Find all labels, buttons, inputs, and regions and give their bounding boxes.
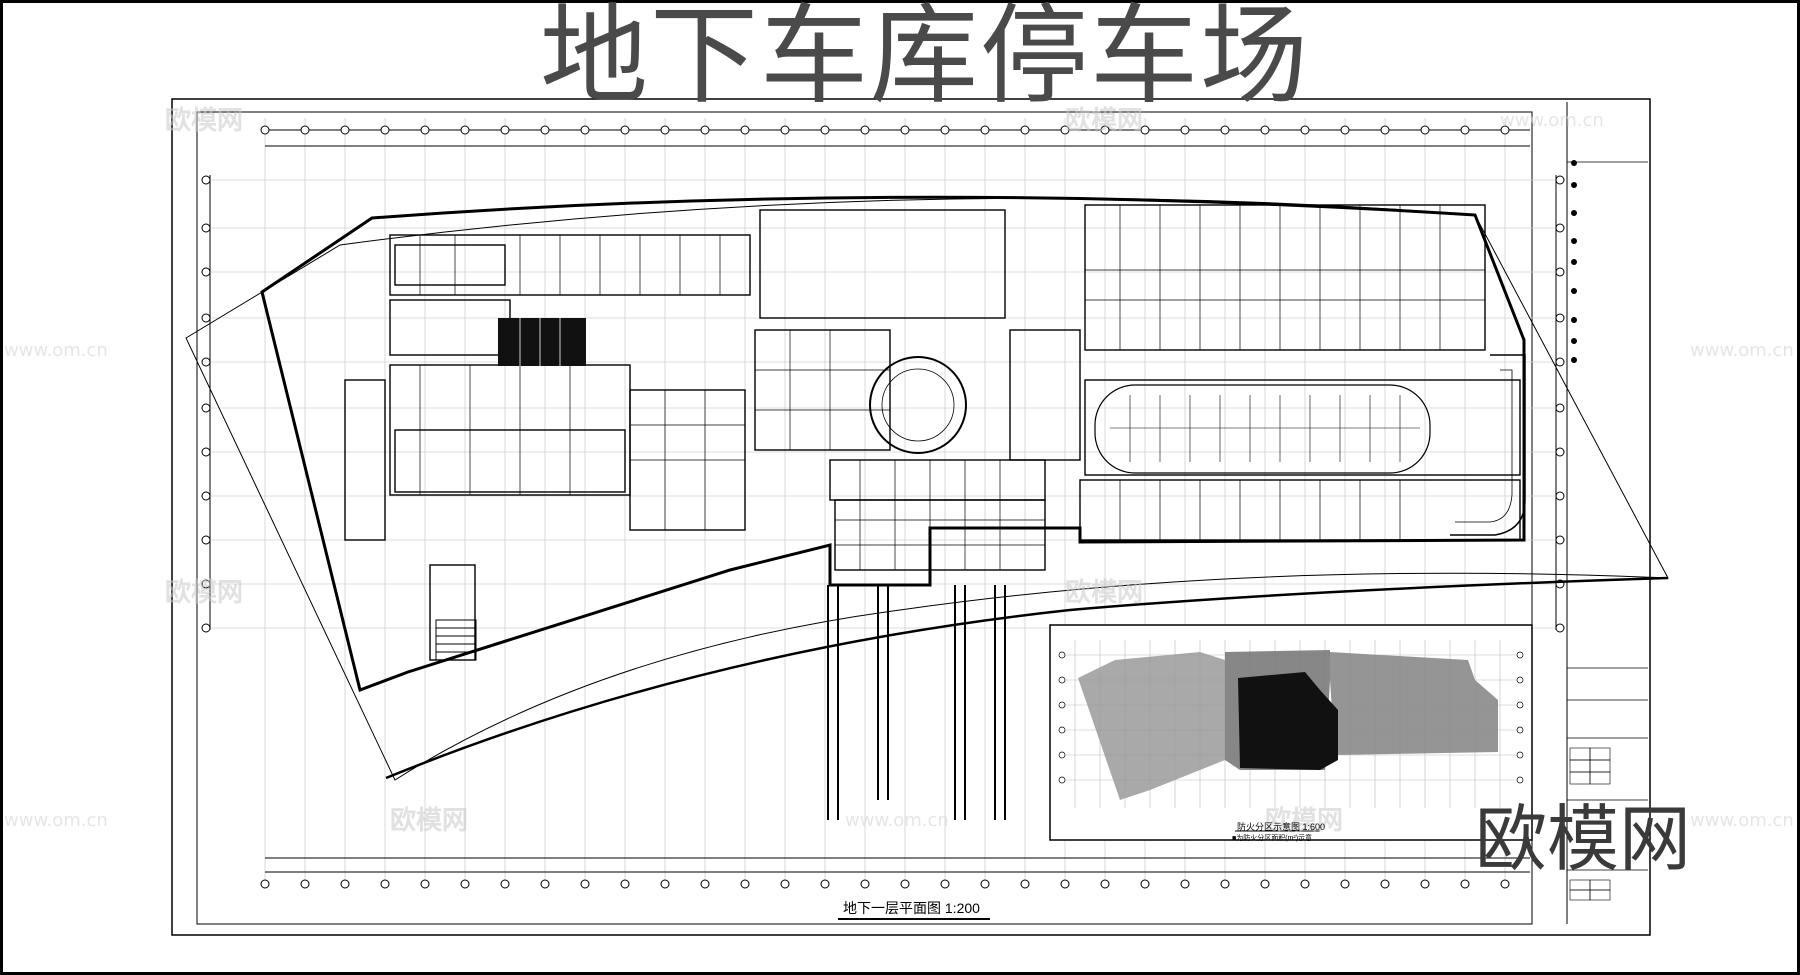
watermark: 欧模网 [390,806,469,836]
pier-columns [827,585,1006,820]
watermark-url: www.om.cn [4,810,108,831]
hatch-lines [519,318,561,366]
watermark: 欧模网 [1065,578,1144,608]
inset-zone-east [1330,652,1498,755]
watermark-url: www.om.cn [1500,110,1604,131]
watermark-url: www.om.cn [845,810,949,831]
dark-equipment-block [498,318,586,366]
ramp-right-inner [1455,369,1513,523]
atrium-inner [881,368,955,442]
inset-bubbles [1058,651,1524,784]
watermark: 欧模网 [165,106,244,136]
inset-zone-west [1078,652,1225,800]
room-partitions [419,205,1485,570]
title-block-cells [1569,747,1611,901]
plan-caption: 地下一层平面图 1:200 [843,900,980,916]
interior-walls [344,204,1521,661]
watermark-url: www.om.cn [4,340,108,361]
sheet-inner-border [196,111,1533,925]
page-title: 地下车库停车场 [540,0,1311,119]
axis-bubbles-side [201,175,1565,633]
stair-block-left [435,619,477,661]
curved-site-line [385,576,1669,780]
watermark-url: www.om.cn [1690,340,1794,361]
axis-bubbles-top [260,125,1510,135]
inset-caption: 防火分区示意图 1:600 [1237,822,1326,832]
parking-island [1094,384,1431,474]
inset-subcaption: ■为防火分区面积(m²)示意 [1232,835,1313,842]
sheet-border [171,98,1651,936]
watermark: 欧模网 [1265,806,1344,836]
site-boundary [185,197,1669,781]
watermark: 欧模网 [165,578,244,608]
plan-caption-underline [838,918,990,920]
ramp-right [1450,354,1526,536]
building-outline [260,195,1526,692]
dimension-lines [209,129,1557,873]
brand-logo-text: 欧模网 [1475,797,1692,881]
watermark: 欧模网 [1065,106,1144,136]
watermark-url: www.om.cn [1690,810,1794,831]
atrium-circle [869,356,967,454]
notes-bullets [1571,160,1577,363]
inset-zone-core [1238,672,1338,770]
parking-stalls [1110,395,1420,462]
axis-bubbles-bottom [260,879,1510,889]
